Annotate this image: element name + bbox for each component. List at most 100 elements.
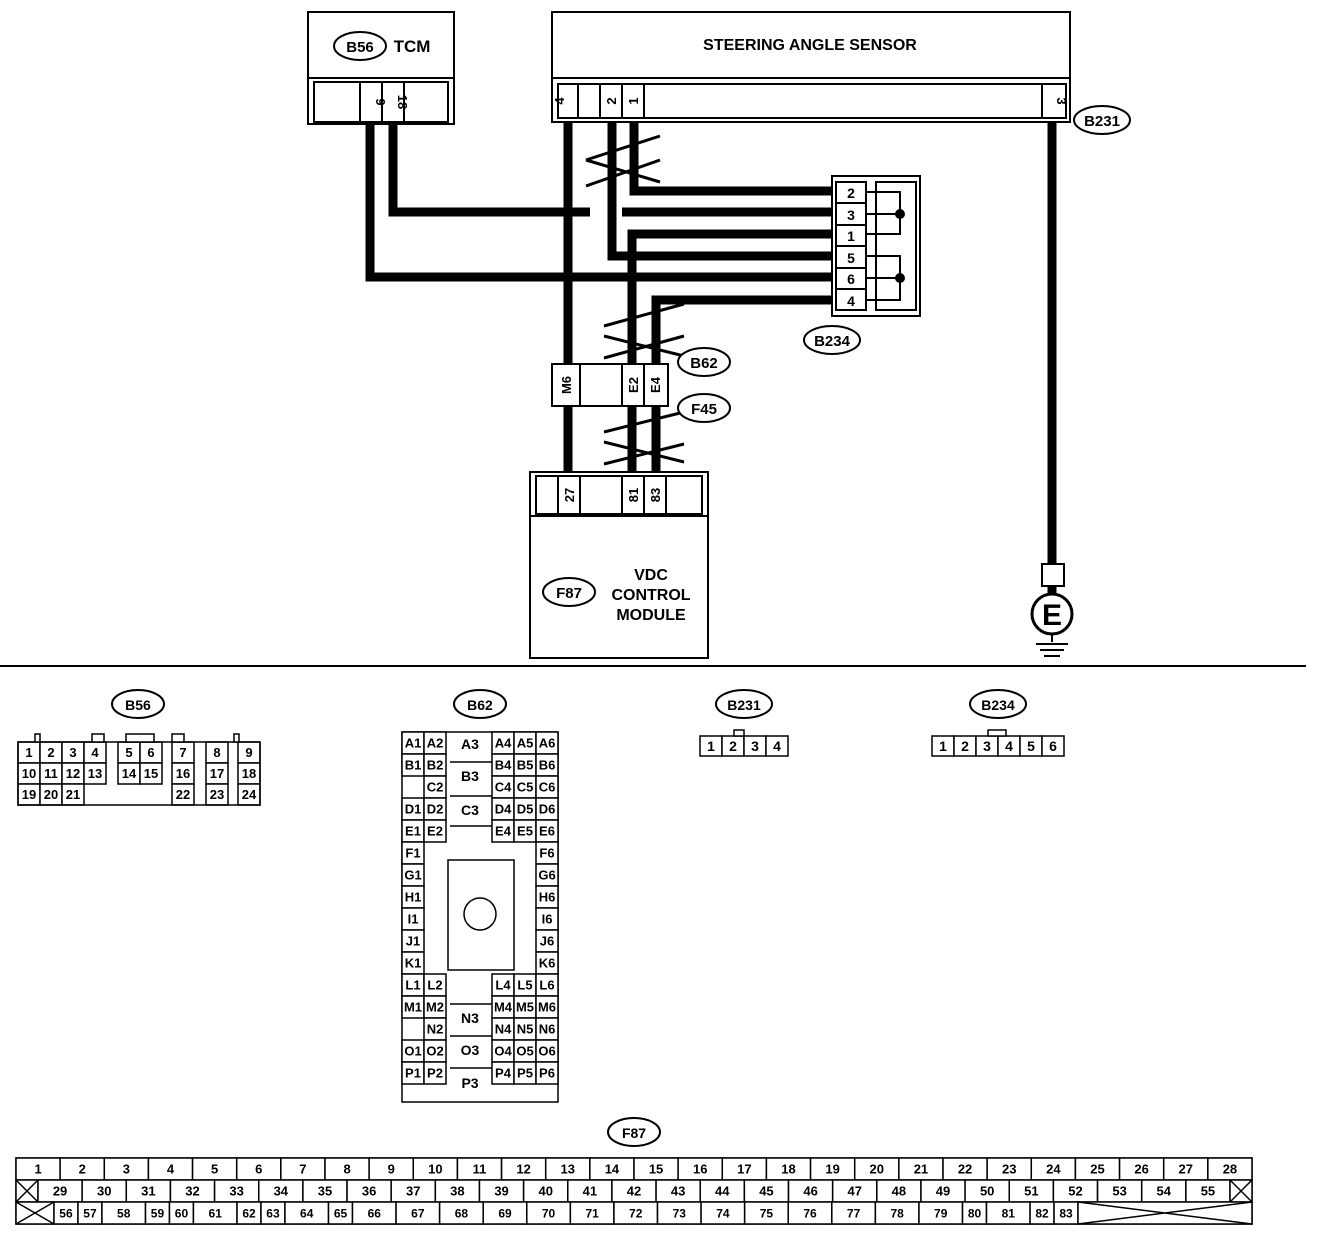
f87-pin-69: 69 — [498, 1206, 512, 1220]
b56-pin-13: 13 — [88, 766, 102, 781]
b56-pin-1: 1 — [25, 745, 32, 760]
b62-pin-m6: M6 — [559, 376, 574, 394]
f87-pin-58: 58 — [117, 1206, 131, 1220]
b62-view-pin-a5: A5 — [517, 736, 534, 751]
f87-pin-43: 43 — [671, 1184, 685, 1199]
b62-view-pin-p6: P6 — [539, 1066, 555, 1081]
b234-splice-dot-1 — [895, 209, 905, 219]
b62-view-pin-a6: A6 — [539, 736, 556, 751]
wires — [365, 120, 1057, 566]
sas-connector — [557, 83, 1067, 119]
ground-symbol: E — [1030, 563, 1074, 657]
b62-view-pin-p1: P1 — [405, 1066, 421, 1081]
b234-pin-4: 4 — [847, 293, 855, 309]
f87-pin-61: 61 — [209, 1206, 223, 1220]
b234-pin-5: 5 — [847, 250, 855, 266]
vdc-pin-81: 81 — [626, 488, 641, 502]
b62-view-oval — [453, 689, 507, 719]
tcm-code: B56 — [346, 39, 374, 56]
f87-pin-9: 9 — [388, 1162, 395, 1177]
b62-view-pin-l2: L2 — [427, 978, 442, 993]
b62-code: B62 — [690, 355, 718, 372]
f87-pin-10: 10 — [428, 1162, 442, 1177]
b62-view-pin-p6-cell — [535, 1061, 559, 1085]
f87-pin-70: 70 — [542, 1206, 556, 1220]
b234-view-pin-5: 5 — [1027, 738, 1035, 754]
b56-pin-9: 9 — [245, 745, 252, 760]
f87-view-code: F87 — [622, 1125, 646, 1141]
b62-view-pin-d4: D4 — [495, 802, 512, 817]
b62-code-oval — [677, 347, 731, 377]
sas-pin-3: 3 — [1054, 97, 1069, 104]
f87-pin-71: 71 — [585, 1206, 599, 1220]
b62-view-pin-b6: B6 — [539, 758, 556, 773]
f87-pin-11: 11 — [473, 1162, 487, 1177]
f87-pin-45: 45 — [759, 1184, 773, 1199]
b62-view-pin-n6: N6 — [539, 1022, 556, 1037]
b56-pin-8: 8 — [213, 745, 220, 760]
f87-pin-18: 18 — [781, 1162, 795, 1177]
b62-view-pin-a4: A4 — [495, 736, 512, 751]
f87-pin-14: 14 — [605, 1162, 620, 1177]
b62-view-pin-k6: K6 — [539, 956, 556, 971]
f87-pin-82: 82 — [1035, 1206, 1049, 1220]
f87-pin-54: 54 — [1157, 1184, 1172, 1199]
b62-view-pin-i6: I6 — [542, 912, 553, 927]
b62-view-pin-p2: P2 — [427, 1066, 443, 1081]
vdc-pin-83: 83 — [648, 488, 663, 502]
b62-view-pin-j1: J1 — [406, 934, 420, 949]
b62-view-pin-e2: E2 — [427, 824, 443, 839]
b62-view-pin-c2: C2 — [427, 780, 444, 795]
f45-code: F45 — [691, 401, 717, 418]
b62-view-pin-o2: O2 — [426, 1044, 443, 1059]
b62-view-pin-g6: G6 — [538, 868, 555, 883]
f87-pin-5: 5 — [211, 1162, 218, 1177]
b56-pin-7: 7 — [179, 745, 186, 760]
b56-pin-15-cell — [139, 762, 163, 785]
wire-sas-1 — [629, 120, 834, 196]
f87-pin-67: 67 — [411, 1206, 425, 1220]
f87-pin-24: 24 — [1046, 1162, 1061, 1177]
b234-code: B234 — [814, 333, 851, 350]
b62-view-pin-b4: B4 — [495, 758, 512, 773]
f87-pin-44: 44 — [715, 1184, 730, 1199]
steering-angle-sensor: STEERING ANGLE SENSOR 4 2 1 3 B231 — [551, 11, 1131, 135]
sas-pin-4: 4 — [552, 97, 567, 105]
wire-b234-1-e2 — [627, 229, 834, 364]
vdc-pin-27: 27 — [562, 488, 577, 502]
b62-view-pin-h6: H6 — [539, 890, 556, 905]
f87-pin-25: 25 — [1090, 1162, 1104, 1177]
b62-view-pin-e6: E6 — [539, 824, 555, 839]
b56-pin-20: 20 — [44, 787, 58, 802]
b62-view-pin-m4: M4 — [494, 1000, 513, 1015]
f87-pin-15: 15 — [649, 1162, 663, 1177]
vdc-connector — [535, 475, 703, 515]
b234-view-code: B234 — [981, 697, 1015, 713]
f87-pin-27: 27 — [1179, 1162, 1193, 1177]
f87-pin-72: 72 — [629, 1206, 643, 1220]
b62-view-pin-p4: P4 — [495, 1066, 512, 1081]
b62-pin-e2: E2 — [626, 377, 641, 393]
b56-pin-2: 2 — [47, 745, 54, 760]
f87-pin-36: 36 — [362, 1184, 376, 1199]
f87-pin-57: 57 — [83, 1206, 97, 1220]
vdc-name-line-3: MODULE — [616, 607, 686, 624]
f87-pin-3: 3 — [123, 1162, 130, 1177]
b56-pin-17: 17 — [210, 766, 224, 781]
f87-pin-73: 73 — [673, 1206, 687, 1220]
b231-view-pin-2: 2 — [729, 738, 737, 754]
vdc-code-oval — [542, 577, 596, 607]
ground-connector — [1041, 563, 1065, 587]
b56-pin-13-cell — [83, 762, 107, 785]
sas-name: STEERING ANGLE SENSOR — [703, 37, 917, 54]
b231-view-oval — [715, 689, 773, 719]
f87-pin-40: 40 — [538, 1184, 552, 1199]
f87-pin-64: 64 — [300, 1206, 314, 1220]
b234-view-pin-6-cell — [1041, 735, 1065, 757]
b234-view-pin-1: 1 — [939, 738, 947, 754]
b62-view-pin-c3: C3 — [461, 802, 479, 818]
f87-pin-31: 31 — [141, 1184, 155, 1199]
